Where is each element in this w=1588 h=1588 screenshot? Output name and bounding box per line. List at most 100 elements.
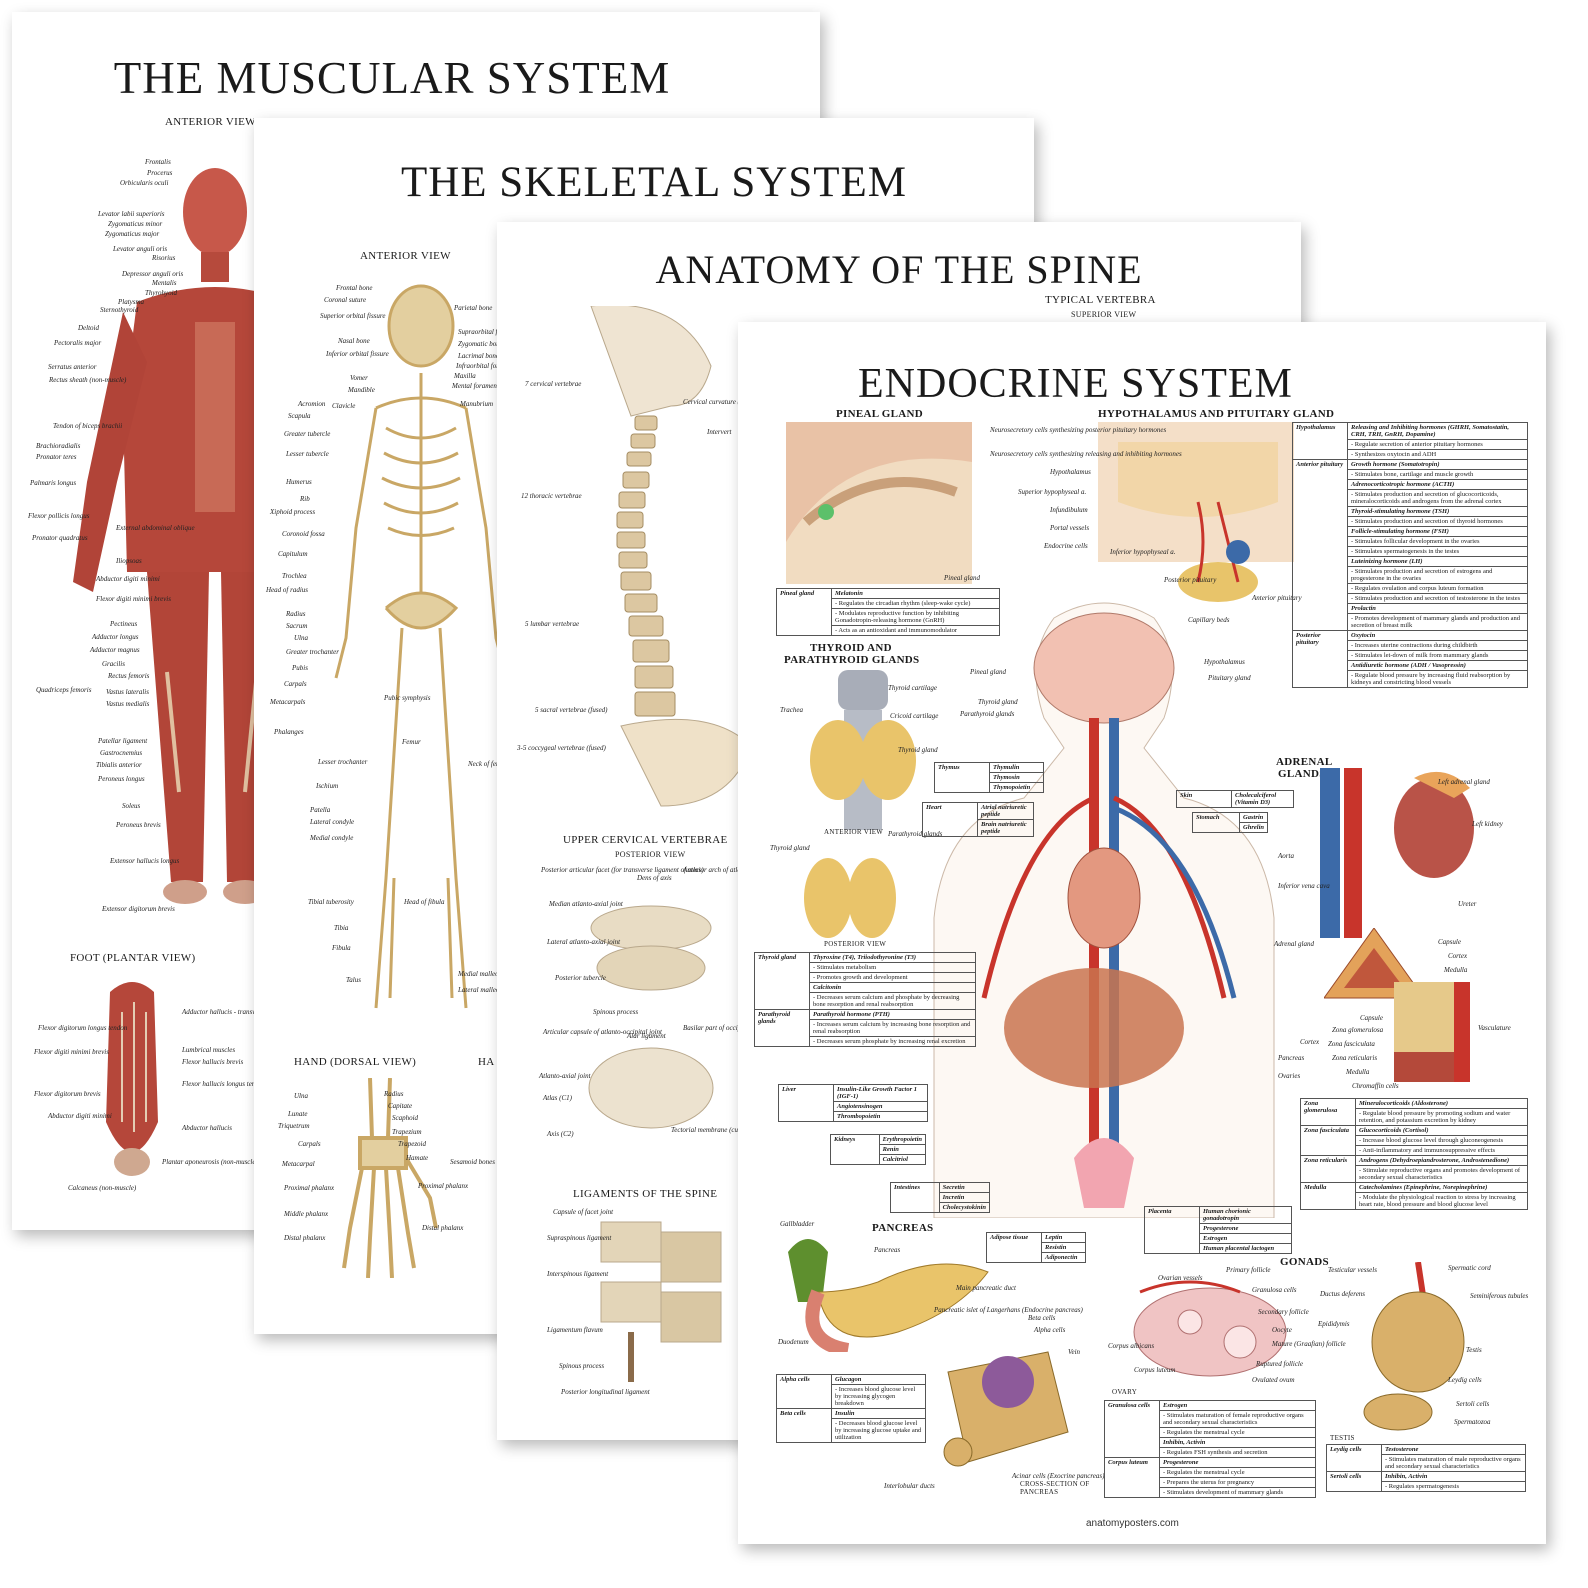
hormone-row: - Acts as an antioxidant and immunomodul… [777, 625, 1000, 636]
hormone-row: Thrombopoietin [779, 1111, 928, 1122]
cervical-label: Posterior articular facet (for transvers… [541, 866, 704, 874]
bone-label: Phalanges [274, 728, 304, 736]
hormone-name-cell: Thyroxine (T4), Triiodothyronine (T3) [809, 952, 976, 963]
hormone-name-cell: Melatonin [831, 588, 1000, 599]
spine-region-label: 5 lumbar vertebrae [525, 620, 580, 628]
hormone-effect-cell: - Regulates FSH synthesis and secretion [1159, 1447, 1316, 1458]
testis-label: Epididymis [1318, 1320, 1350, 1328]
hormone-name-cell: Resistin [1041, 1242, 1086, 1253]
muscle-label: Flexor pollicis longus [28, 512, 90, 520]
body-label: Adrenal gland [1274, 940, 1314, 948]
pineal-label: Pineal gland [944, 574, 980, 582]
gland-name-cell: Adipose tissue [986, 1232, 1042, 1263]
gonads-caption: GONADS [1280, 1256, 1329, 1268]
bone-label: Scapula [288, 412, 311, 420]
posterior-view-caption: POSTERIOR VIEW [615, 850, 686, 859]
adrenal-label: Cortex [1448, 952, 1468, 960]
hormone-effect-cell: - Decreases blood glucose level by incre… [831, 1418, 926, 1443]
gland-name-cell: Zona reticularis [1300, 1155, 1356, 1183]
spine-region-label: 5 sacral vertebrae (fused) [535, 706, 608, 714]
hormone-name-cell: Progesterone [1199, 1223, 1292, 1234]
pineal-figure [786, 422, 972, 584]
pancreas-label: Main pancreatic duct [956, 1284, 1017, 1292]
bone-label: Pubis [292, 664, 308, 672]
foot-label: Flexor digiti minimi brevis [34, 1048, 109, 1056]
muscle-label: Extensor hallucis longus [110, 857, 180, 865]
hormone-name-cell: Cholecalciferol (Vitamin D3) [1231, 790, 1294, 808]
pituitary-label: Superior hypophyseal a. [1018, 488, 1087, 496]
muscle-label: Levator labii superioris [98, 210, 165, 218]
bone-label: Tibial tuberosity [308, 898, 354, 906]
hormone-row: Human placental lactogen [1145, 1243, 1292, 1254]
adrenal-section-figure [1324, 928, 1424, 999]
bone-label: Capitulum [278, 550, 308, 558]
testis-label: Testis [1466, 1346, 1482, 1354]
hormone-effect-cell: - Stimulates production and secretion of… [1347, 566, 1528, 584]
muscle-label: Vastus lateralis [106, 688, 149, 696]
bone-label: Talus [346, 976, 361, 984]
cervical-label: Anterior arch of atlas [683, 866, 744, 874]
hormone-name-cell: Thrombopoietin [833, 1111, 928, 1122]
cervical-label: Atlas (C1) [543, 1094, 572, 1102]
bone-label: Radius [286, 610, 306, 618]
thyroid-caption: PARATHYROID GLANDS [784, 654, 920, 666]
cervical-label: Posterior tubercle [555, 974, 606, 982]
hand-label: Trapezoid [398, 1140, 427, 1148]
bone-label: Medial malleolus [458, 970, 507, 978]
bone-label: Femur [402, 738, 421, 746]
foot-caption: FOOT (PLANTAR VIEW) [70, 952, 196, 964]
bone-label: Zygomatic bone [458, 340, 503, 348]
adrenal-label: Cortex [1300, 1038, 1320, 1046]
cervical-label: Spinous process [593, 1008, 639, 1016]
gland-name-cell: Granulosa cells [1104, 1400, 1160, 1458]
gland-name-cell: Intestines [890, 1182, 940, 1213]
hormone-name-cell: Thyroid-stimulating hormone (TSH) [1347, 506, 1528, 517]
hand-label: Capitate [388, 1102, 413, 1110]
thyroid-label: Thyroid cartilage [888, 684, 937, 692]
thyroid-label: Thyroid gland [770, 844, 810, 852]
poster-title: ANATOMY OF THE SPINE [655, 247, 1143, 292]
hormone-name-cell: Calcitriol [878, 1154, 927, 1165]
hormone-effect-cell: - Stimulate reproductive organs and prom… [1355, 1165, 1528, 1183]
hormone-effect-cell: - Stimulates let-down of milk from mamma… [1347, 650, 1528, 661]
adrenal-caption: GLANDS [1278, 768, 1326, 780]
thyroid-caption: THYROID AND [810, 642, 892, 654]
bone-label: Tibia [334, 924, 349, 932]
adrenal-label: Left kidney [1472, 820, 1503, 828]
hormone-row: Cholecystokinin [891, 1202, 991, 1213]
bone-label: Ischium [316, 782, 339, 790]
hormone-name-cell: Parathyroid hormone (PTH) [809, 1009, 976, 1020]
muscle-label: Patellar ligament [98, 737, 148, 745]
gland-name-cell: Sertoli cells [1326, 1471, 1382, 1492]
view-caption: ANTERIOR VIEW [165, 116, 256, 128]
muscle-label: Sternothyroid [100, 306, 139, 314]
gland-name-cell: Corpus luteum [1104, 1457, 1160, 1498]
bone-label: Coronal suture [324, 296, 367, 304]
ovary-label: Ruptured follicle [1256, 1360, 1303, 1368]
muscle-label: Depressor anguli oris [122, 270, 184, 278]
ovary-label: Granulosa cells [1252, 1286, 1297, 1294]
testis-label: Leydig cells [1448, 1376, 1482, 1384]
adrenal-label: Chromaffin cells [1352, 1082, 1399, 1090]
testis-label: Sertoli cells [1456, 1400, 1490, 1408]
muscle-label: Mentalis [152, 279, 177, 287]
gland-name-cell: Anterior pituitary [1292, 459, 1348, 631]
muscle-label: Levator anguli oris [113, 245, 168, 253]
muscle-label: Vastus medialis [106, 700, 150, 708]
hormone-name-cell: Androgens (Dehydroepiandrosterone, Andro… [1355, 1155, 1528, 1166]
hormone-row: Thymopoietin [935, 782, 1044, 793]
hormone-name-cell: Atrial natriuretic peptide [977, 802, 1034, 820]
gland-name-cell: Placenta [1144, 1206, 1200, 1254]
hormone-name-cell: Brain natriuretic peptide [977, 819, 1034, 837]
hormone-name-cell: Human placental lactogen [1199, 1243, 1292, 1254]
